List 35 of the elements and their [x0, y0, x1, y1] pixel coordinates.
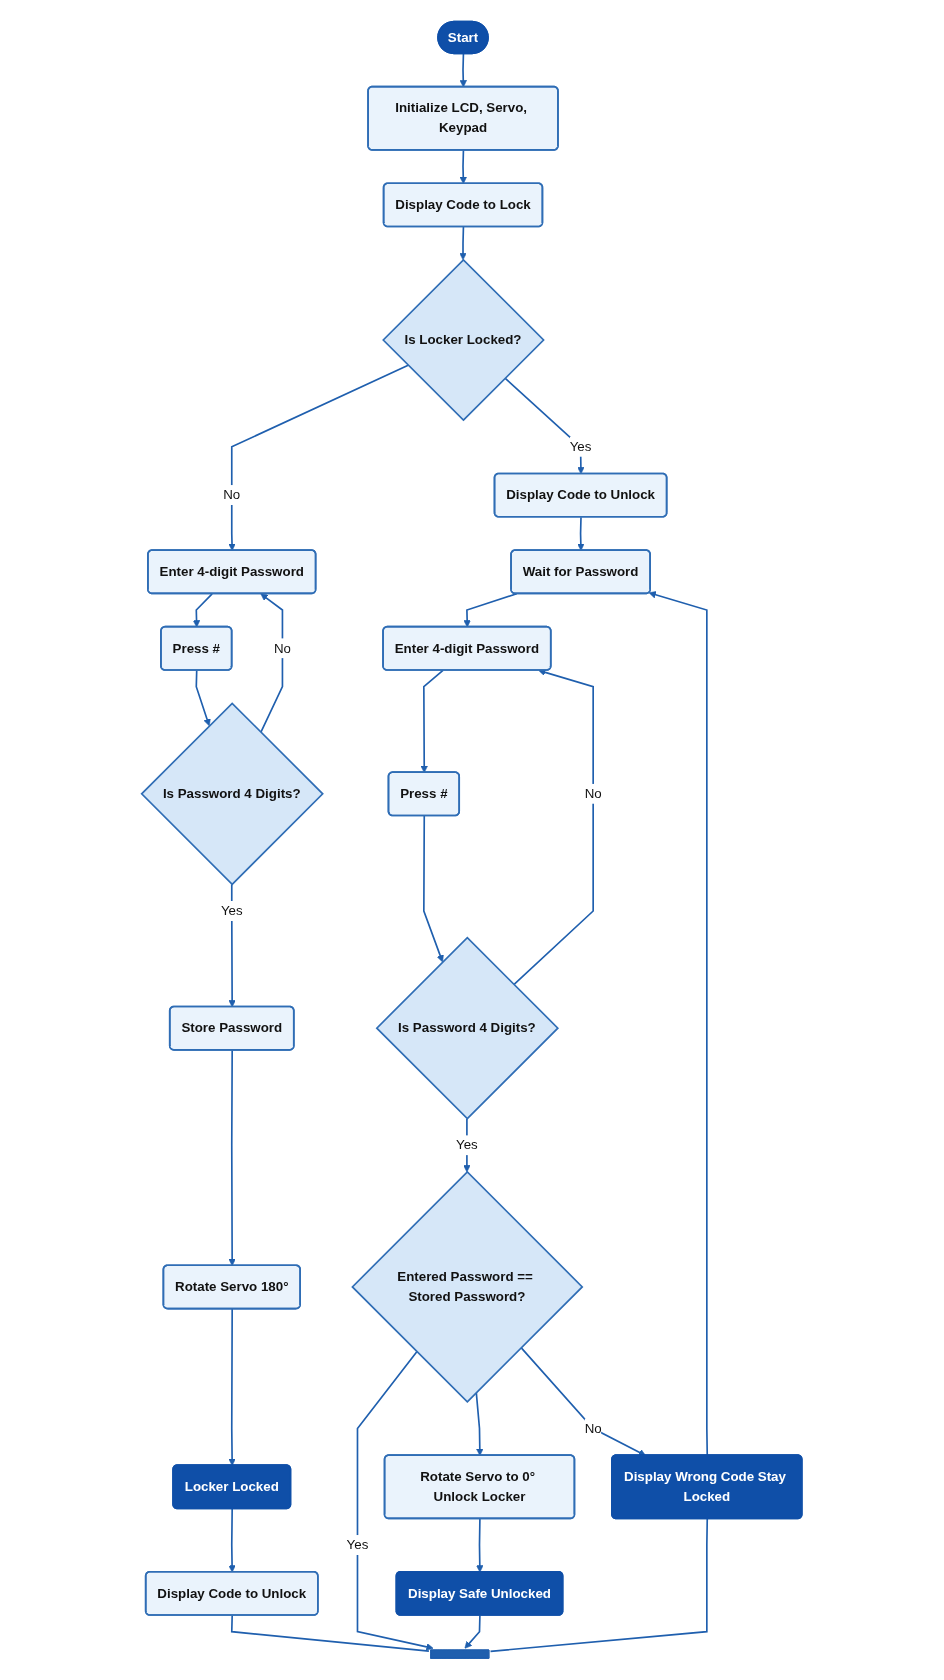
arrow	[195, 669, 211, 727]
arrow	[193, 592, 214, 628]
node-diamond: Is Password 4 Digits?	[140, 702, 325, 886]
edge-label: No	[584, 786, 602, 801]
edge-label: No	[274, 640, 292, 656]
edge-label: No	[223, 487, 241, 502]
arrow	[459, 52, 468, 88]
node-diamond: Is Password 4 Digits?	[375, 936, 560, 1120]
arrow	[228, 883, 237, 1008]
node-diamond: Is Locker Locked?	[382, 258, 546, 422]
arrow	[464, 1614, 482, 1649]
arrow	[228, 1308, 237, 1466]
arrow	[513, 668, 595, 986]
edge-label: Yes	[221, 903, 243, 918]
arrow	[459, 226, 467, 261]
arrow	[476, 1518, 484, 1573]
arrow	[228, 364, 410, 551]
edge-label: Yes	[456, 1137, 479, 1152]
arrow	[228, 1508, 236, 1573]
connector	[490, 1518, 709, 1653]
arrow	[228, 1049, 237, 1266]
edge-label: Yes	[346, 1537, 369, 1552]
arrow	[356, 1350, 434, 1651]
arrow	[504, 377, 585, 475]
arrow	[423, 815, 444, 963]
arrow	[420, 669, 445, 773]
arrow	[577, 516, 585, 551]
connector	[231, 1614, 431, 1652]
arrow	[459, 149, 468, 184]
node-diamond: Entered Password == Stored Password?	[351, 1170, 584, 1403]
arrow	[649, 591, 709, 1457]
arrow	[463, 592, 518, 628]
edge-label: Yes	[569, 439, 592, 454]
arrow	[520, 1346, 647, 1456]
edge-label: No	[584, 1420, 602, 1436]
